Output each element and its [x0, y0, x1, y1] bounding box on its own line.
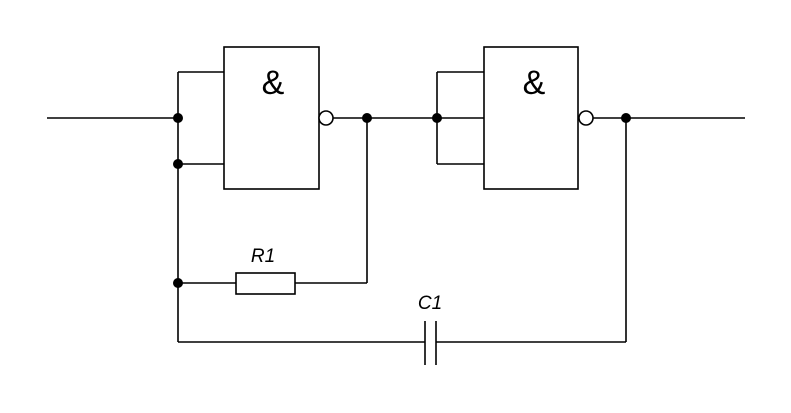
nand-gate-1 [223, 46, 320, 190]
junction-input [173, 113, 183, 123]
resistor-label: R1 [251, 246, 275, 267]
resistor-r1 [235, 272, 296, 295]
capacitor-label: C1 [418, 293, 442, 314]
junction-r1 [173, 278, 183, 288]
gate2-inversion-bubble [578, 110, 594, 126]
junction-gate2-input [432, 113, 442, 123]
junction-gate1-bottom [173, 159, 183, 169]
junction-gate2-output [621, 113, 631, 123]
gate2-symbol: & [523, 64, 546, 102]
junction-gate1-output [362, 113, 372, 123]
nand-gate-2 [483, 46, 579, 190]
gate1-symbol: & [262, 64, 285, 102]
gate1-inversion-bubble [318, 110, 334, 126]
